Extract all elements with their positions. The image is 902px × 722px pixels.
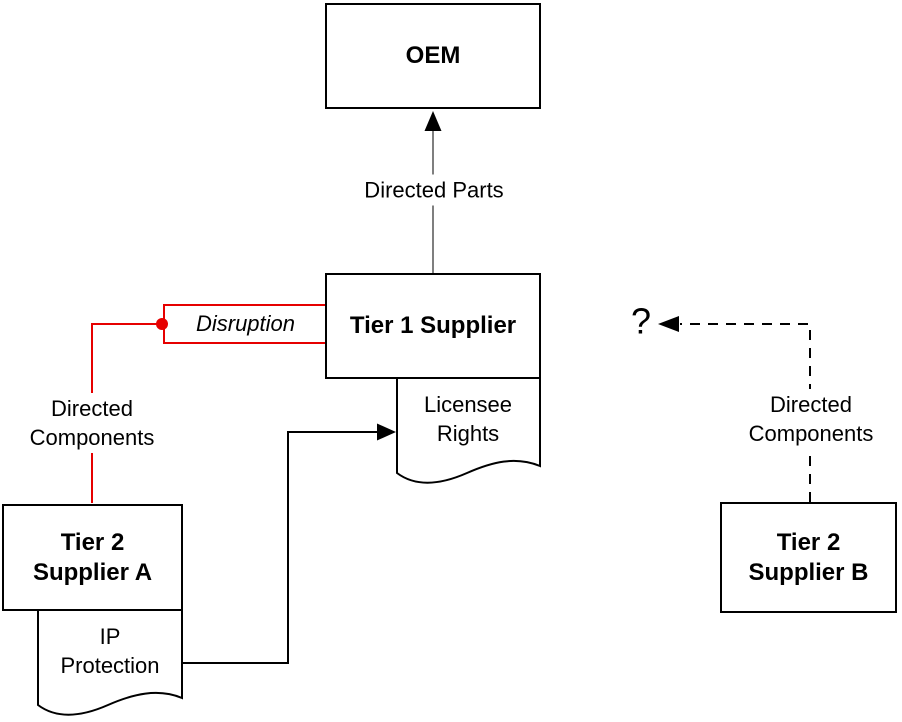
tier2-supplier-a-node: Tier 2 Supplier A <box>2 504 183 611</box>
directed-components-right-label: Directed Components <box>743 389 879 449</box>
disruption-label: Disruption <box>195 311 296 336</box>
tier1-supplier-node: Tier 1 Supplier <box>325 273 541 379</box>
directed-components-left-label: Directed Components <box>24 393 160 453</box>
question-mark-label: ? <box>628 300 654 342</box>
dashed-connector-arrowhead-icon <box>658 316 679 332</box>
disruption-connection-dot-icon <box>156 318 168 330</box>
tier2-supplier-a-label: Tier 2 Supplier A <box>32 528 153 586</box>
tier1-supplier-label: Tier 1 Supplier <box>349 312 517 339</box>
oem-label: OEM <box>405 42 461 69</box>
disruption-node: Disruption <box>163 304 328 344</box>
oem-node: OEM <box>325 3 541 109</box>
ip-to-licensee-connector-line <box>182 431 378 664</box>
ip-to-licensee-arrowhead-icon <box>377 423 396 441</box>
directed-parts-arrowhead-icon <box>424 111 442 131</box>
tier2-supplier-b-label: Tier 2 Supplier B <box>748 528 869 586</box>
directed-parts-label: Directed Parts <box>359 174 509 206</box>
ip-protection-document-label: IP Protection <box>60 624 160 678</box>
tier2-supplier-b-node: Tier 2 Supplier B <box>720 502 897 613</box>
licensee-rights-document-label: Licensee Rights <box>423 392 513 446</box>
